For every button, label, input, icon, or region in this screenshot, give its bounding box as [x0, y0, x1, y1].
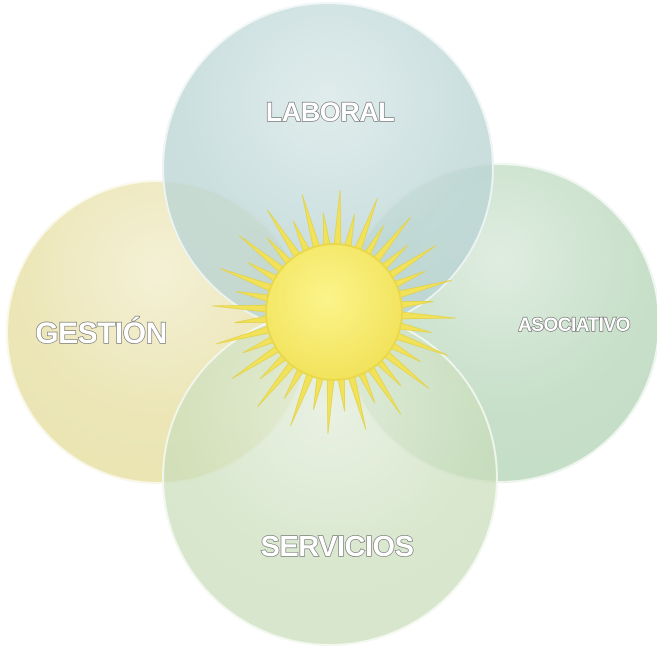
petal-laboral [162, 2, 494, 334]
label-laboral: LABORAL [266, 97, 394, 127]
label-gestion: GESTIÓN [35, 316, 167, 350]
sun-icon [212, 190, 456, 434]
label-servicios: SERVICIOS [261, 531, 414, 563]
label-asociativo: ASOCIATIVO [518, 315, 630, 336]
petal-servicios [162, 310, 498, 646]
